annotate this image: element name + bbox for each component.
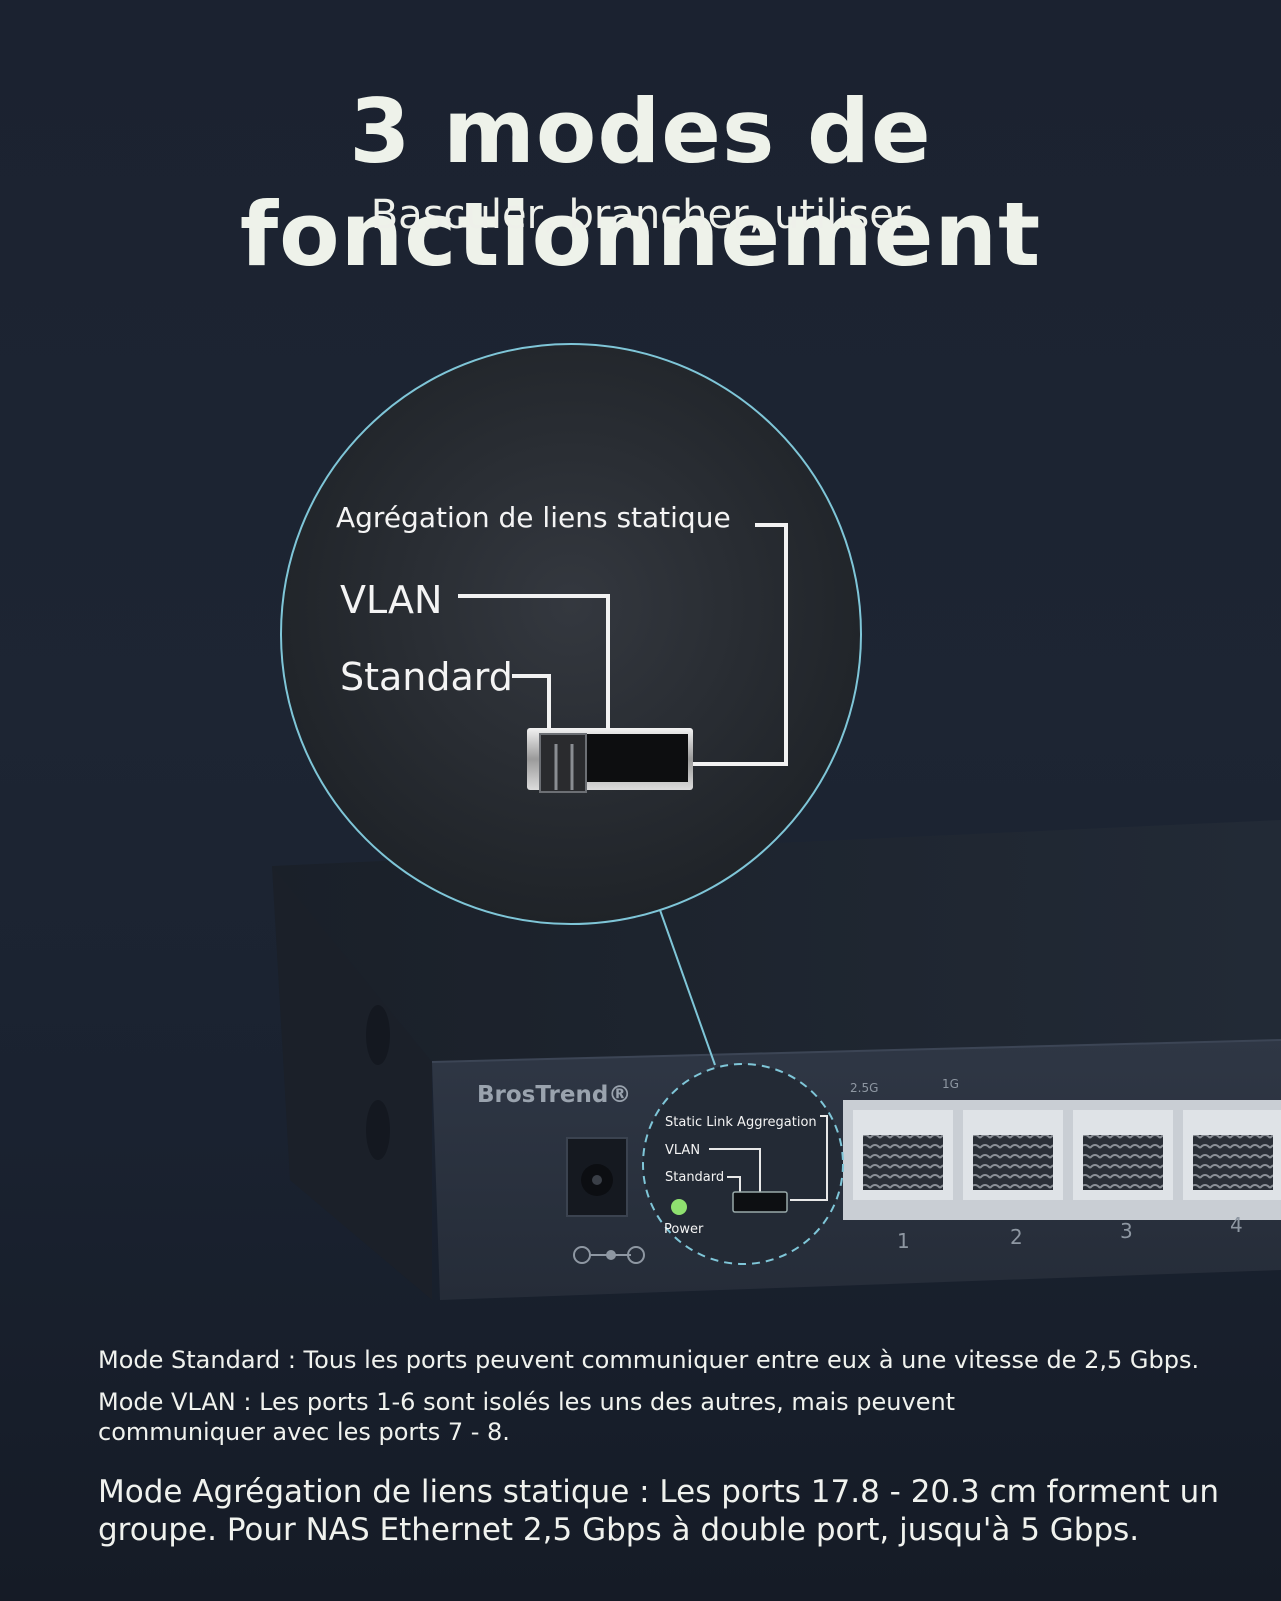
description-standard-mode: Mode Standard : Tous les ports peuvent c… (98, 1346, 1200, 1374)
device-label-vlan: VLAN (665, 1143, 700, 1158)
port-number: 2 (1010, 1225, 1023, 1249)
side-vent (366, 1100, 390, 1160)
mode-switch-small[interactable] (732, 1191, 788, 1213)
device-label-standard: Standard (665, 1170, 724, 1185)
side-vent (366, 1005, 390, 1065)
description-static-link-mode: Mode Agrégation de liens statique : Les … (98, 1474, 1219, 1548)
port-number: 3 (1120, 1219, 1133, 1243)
speed-label-25g: 2.5G (850, 1081, 878, 1095)
port-number: 4 (1230, 1213, 1243, 1237)
page-title: 3 modes de fonctionnement (239, 80, 1042, 286)
mode-toggle-switch[interactable] (527, 728, 693, 793)
device-label-static-link: Static Link Aggregation (665, 1115, 817, 1130)
zoom-callout: Agrégation de liens statique VLAN Standa… (280, 343, 862, 925)
device-label-power: Power (664, 1222, 704, 1237)
dc-power-jack[interactable] (566, 1137, 628, 1217)
brand-logo: BrosTrend® (477, 1082, 631, 1108)
port-number: 1 (897, 1229, 910, 1253)
zoom-label-static-link: Agrégation de liens statique (336, 501, 731, 534)
ethernet-port-group (843, 1100, 1281, 1220)
zoom-label-standard: Standard (340, 655, 513, 699)
device-mode-callout: Static Link Aggregation VLAN Standard Po… (642, 1063, 844, 1265)
zoom-connector-line (659, 909, 716, 1066)
power-led (671, 1199, 687, 1215)
dc-polarity-icon (573, 1246, 645, 1264)
page-subtitle: Basculer, brancher, utiliser (370, 192, 911, 238)
zoom-label-vlan: VLAN (340, 578, 442, 622)
speed-label-1g: 1G (942, 1077, 959, 1091)
network-switch: BrosTrend® 2.5G 1G 1 2 3 4 (272, 820, 1281, 1300)
description-vlan-mode: Mode VLAN : Les ports 1-6 sont isolés le… (98, 1388, 956, 1446)
